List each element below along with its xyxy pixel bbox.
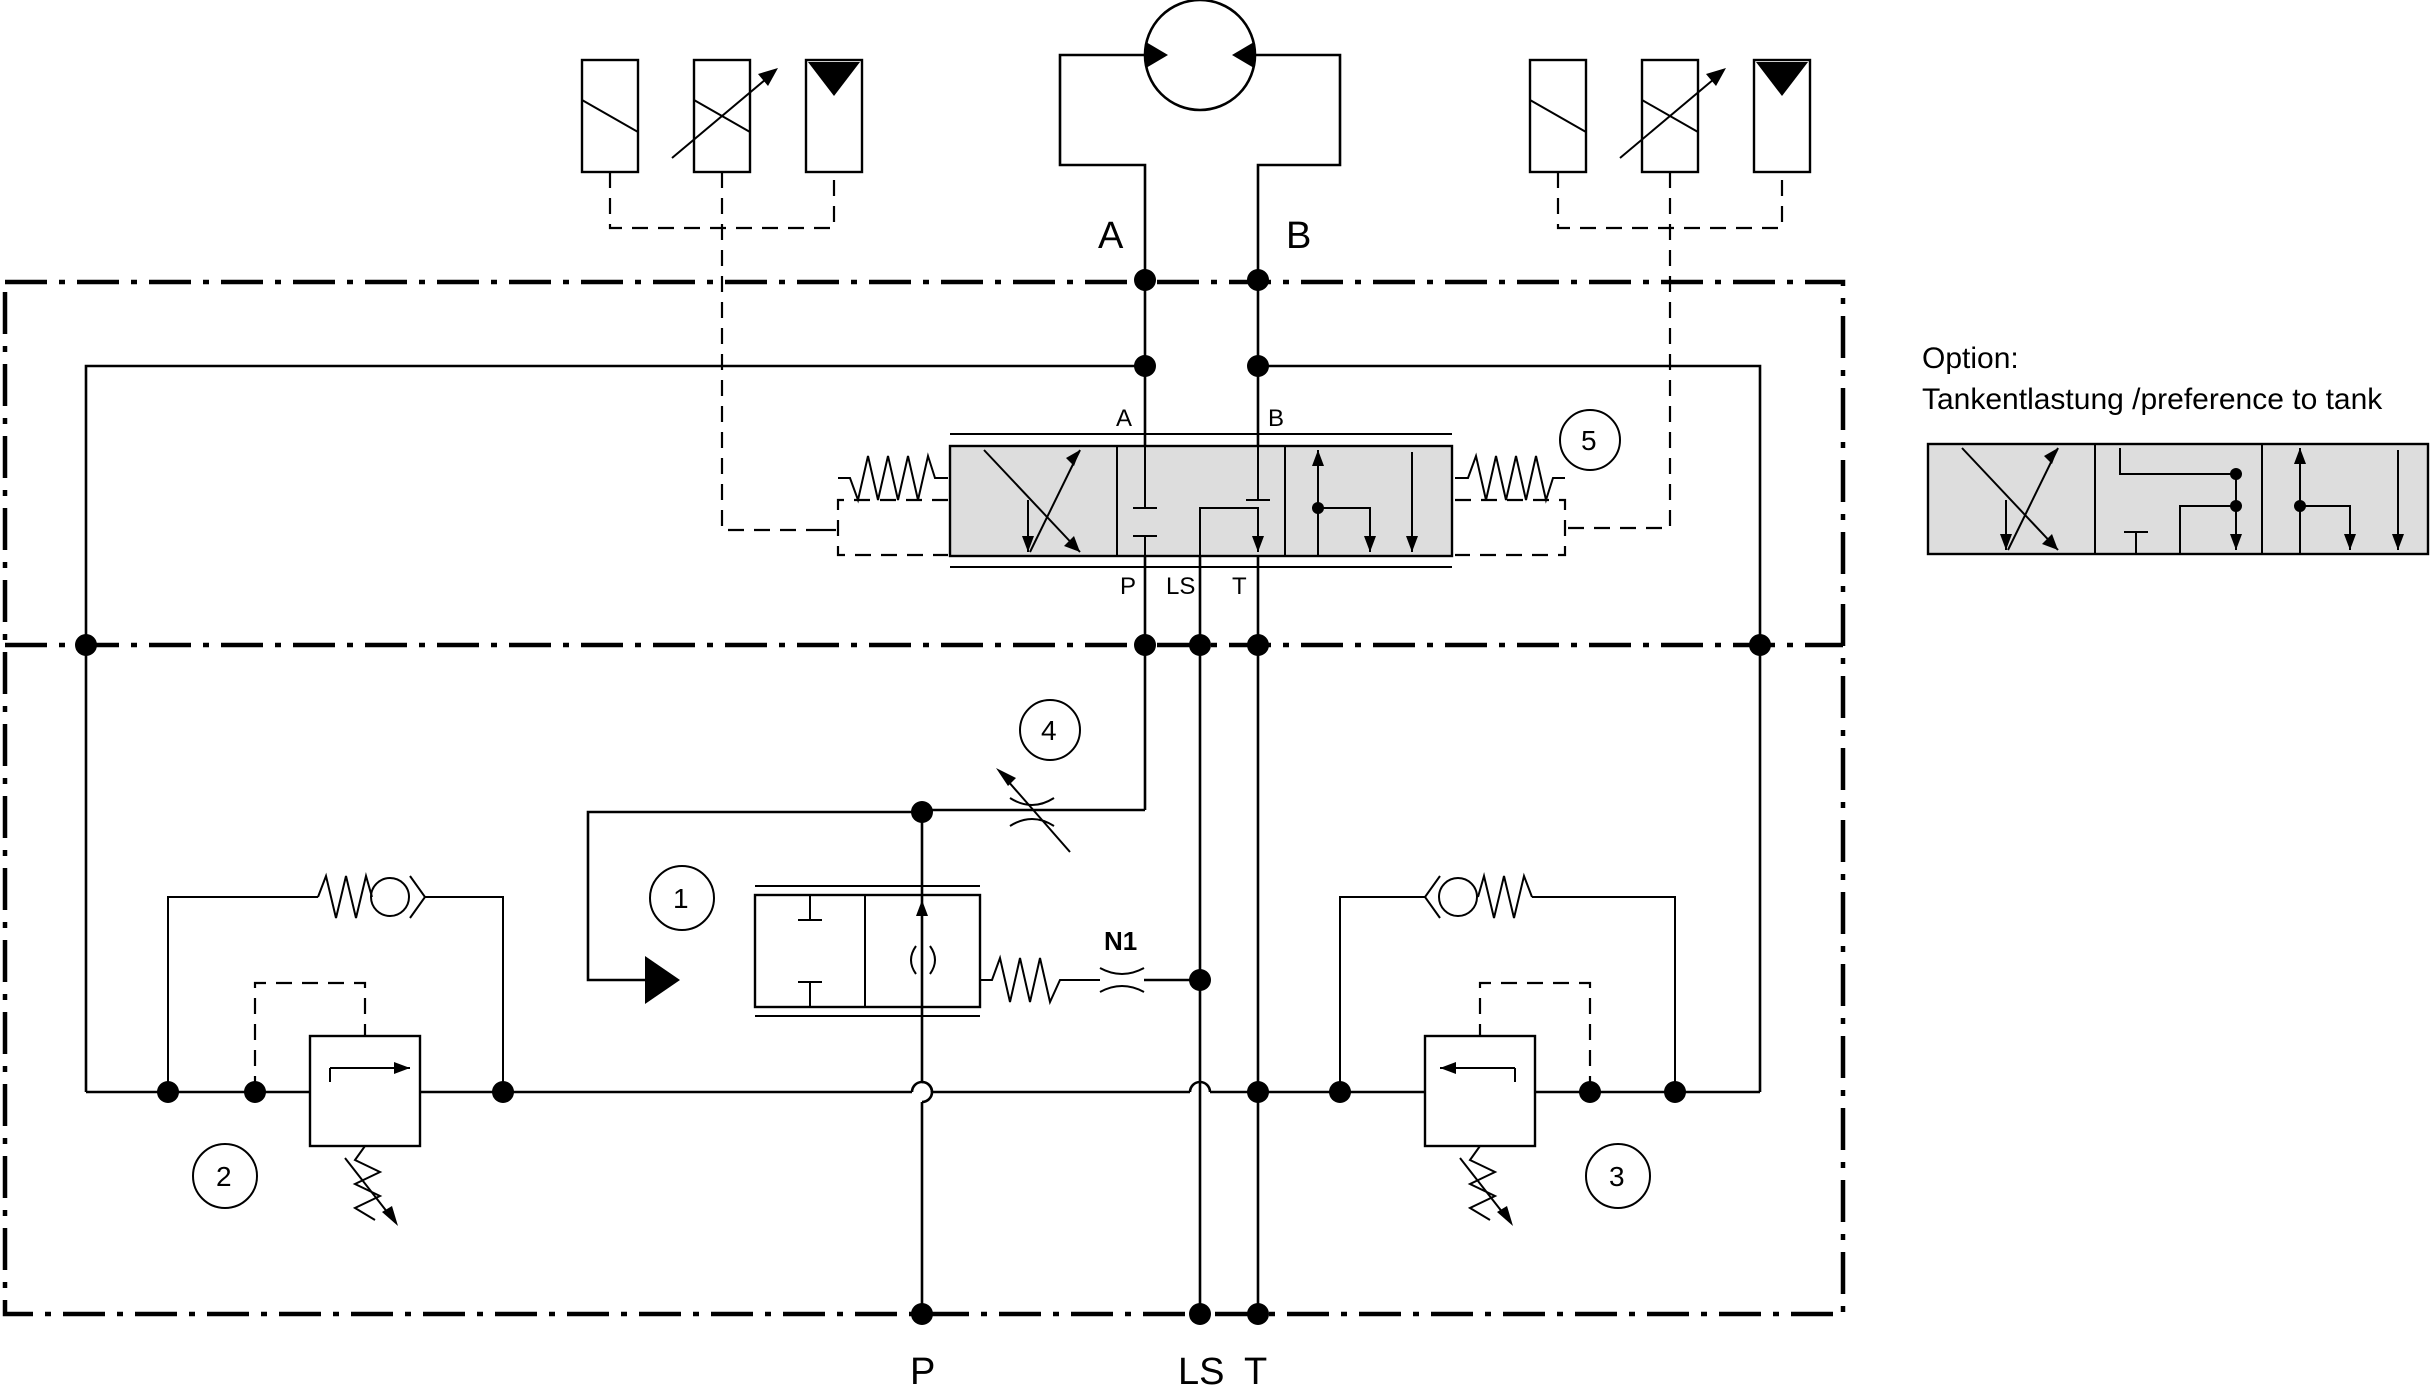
valve-port-b: B (1268, 405, 1284, 432)
port-label-p: P (910, 1351, 935, 1393)
right-actuator-group (1455, 58, 1812, 557)
hydraulic-motor (1058, 0, 1342, 280)
option-title: Option: (1922, 342, 2019, 375)
port-label-t: T (1244, 1351, 1267, 1393)
option-subtitle: Tankentlastung /preference to tank (1922, 383, 2383, 416)
valve-port-p: P (1120, 573, 1136, 600)
valve-port-t: T (1232, 573, 1247, 600)
directional-valve (948, 433, 1454, 568)
callout-3 (1585, 1143, 1651, 1209)
left-actuator-group (580, 58, 948, 557)
valve-port-a: A (1116, 405, 1132, 432)
work-lines (75, 269, 1771, 1092)
port-label-ls: LS (1178, 1351, 1224, 1393)
callout-5-label: 5 (1581, 425, 1597, 456)
port-label-b: B (1286, 215, 1311, 257)
orifice-n1-label: N1 (1104, 926, 1137, 956)
callout-1 (649, 865, 715, 931)
callout-2 (192, 1143, 258, 1209)
callout-3-label: 3 (1609, 1161, 1625, 1192)
callout-5 (1559, 409, 1621, 471)
callout-4-label: 4 (1041, 715, 1057, 746)
pressure-compensator (586, 801, 1211, 1017)
block-boundary (2, 279, 1846, 1317)
callout-2-label: 2 (216, 1161, 232, 1192)
valve-port-ls: LS (1166, 573, 1195, 600)
callout-1-label: 1 (673, 883, 689, 914)
port-label-a: A (1098, 215, 1124, 257)
pump-line (911, 812, 1269, 1325)
callout-4 (1019, 699, 1081, 761)
port-lines (1134, 556, 1269, 1314)
variable-orifice (996, 768, 1071, 853)
relief-valve-right (1329, 872, 1686, 1226)
relief-valve-left (157, 872, 514, 1226)
option-valve-symbol (1926, 442, 2430, 556)
